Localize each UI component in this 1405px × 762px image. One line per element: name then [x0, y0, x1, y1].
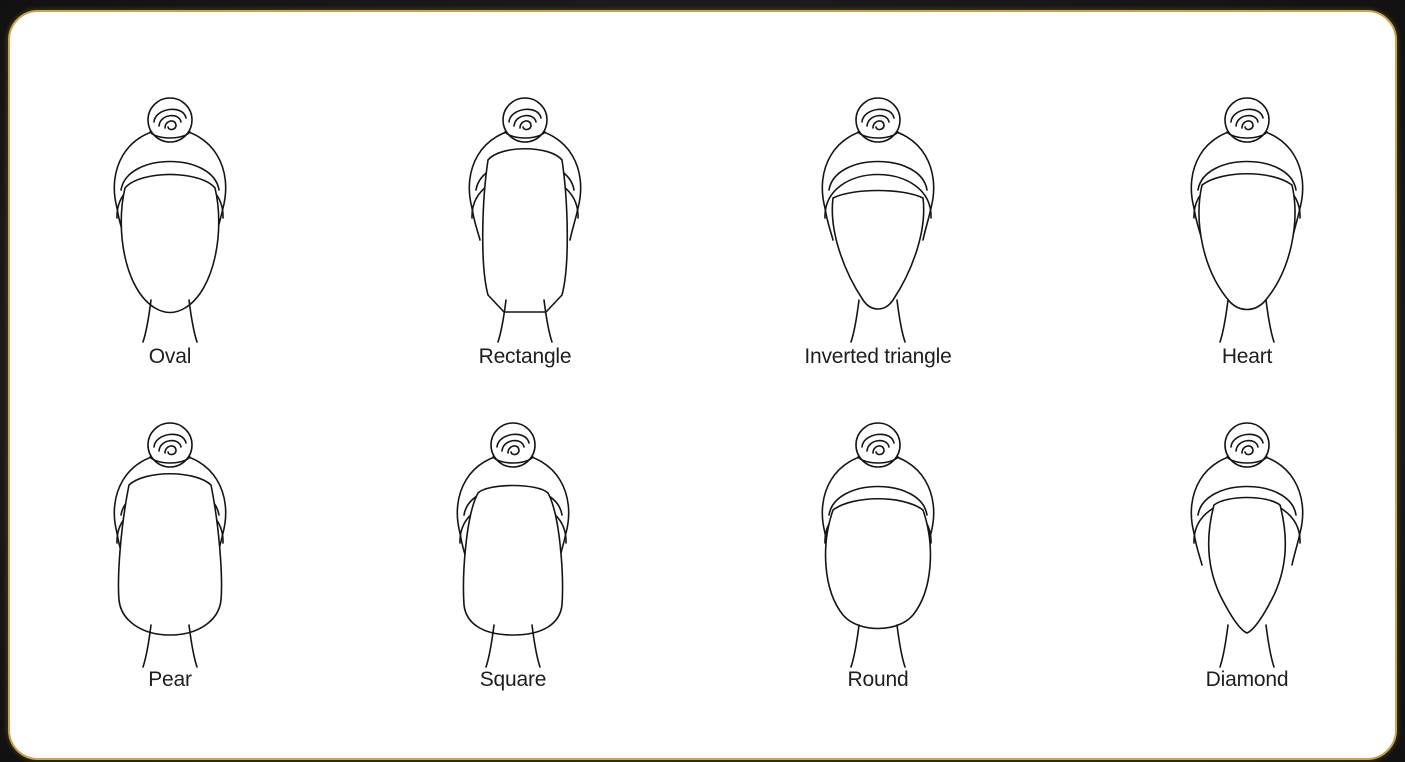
face-shapes-card: Oval Rectangle Inverted triangle Heart P… — [8, 10, 1397, 760]
neck-line-left — [851, 300, 859, 342]
face-shape-square: Square — [398, 415, 628, 715]
face-outline — [121, 175, 219, 313]
neck-line-right — [1266, 625, 1274, 667]
face-outline — [118, 474, 221, 635]
diamond-face-drawing — [1132, 415, 1362, 675]
face-shape-label: Pear — [55, 668, 285, 692]
heart-face-drawing — [1132, 90, 1362, 350]
face-shape-label: Rectangle — [410, 345, 640, 369]
neck-line-left — [1220, 625, 1228, 667]
face-outline — [483, 149, 568, 312]
oval-face-drawing — [55, 90, 285, 350]
face-shape-label: Oval — [55, 345, 285, 369]
round-face-drawing — [763, 415, 993, 675]
inverted-triangle-face-drawing — [763, 90, 993, 350]
neck-line-right — [189, 300, 197, 342]
face-shape-label: Round — [763, 668, 993, 692]
rectangle-face-drawing — [410, 90, 640, 350]
face-shape-inverted-triangle: Inverted triangle — [763, 90, 993, 390]
neck-line-left — [1220, 300, 1228, 342]
face-shape-rectangle: Rectangle — [410, 90, 640, 390]
face-shape-oval: Oval — [55, 90, 285, 390]
face-shape-label: Inverted triangle — [763, 345, 993, 369]
neck-line-left — [143, 300, 151, 342]
face-shape-label: Square — [398, 668, 628, 692]
face-shape-label: Diamond — [1132, 668, 1362, 692]
neck-line-right — [897, 300, 905, 342]
face-shape-heart: Heart — [1132, 90, 1362, 390]
face-shape-diamond: Diamond — [1132, 415, 1362, 715]
face-outline — [1199, 174, 1295, 310]
face-outline — [832, 191, 923, 310]
face-shape-label: Heart — [1132, 345, 1362, 369]
face-shape-pear: Pear — [55, 415, 285, 715]
face-shape-round: Round — [763, 415, 993, 715]
face-outline — [826, 499, 931, 629]
square-face-drawing — [398, 415, 628, 675]
neck-line-right — [1266, 300, 1274, 342]
face-outline — [464, 486, 563, 636]
pear-face-drawing — [55, 415, 285, 675]
neck-line-right — [897, 625, 905, 667]
hair-outline-left — [1194, 533, 1202, 565]
headband-top — [829, 162, 927, 191]
hair-outline-left — [472, 208, 480, 240]
neck-line-left — [851, 625, 859, 667]
face-outline — [1209, 498, 1286, 634]
